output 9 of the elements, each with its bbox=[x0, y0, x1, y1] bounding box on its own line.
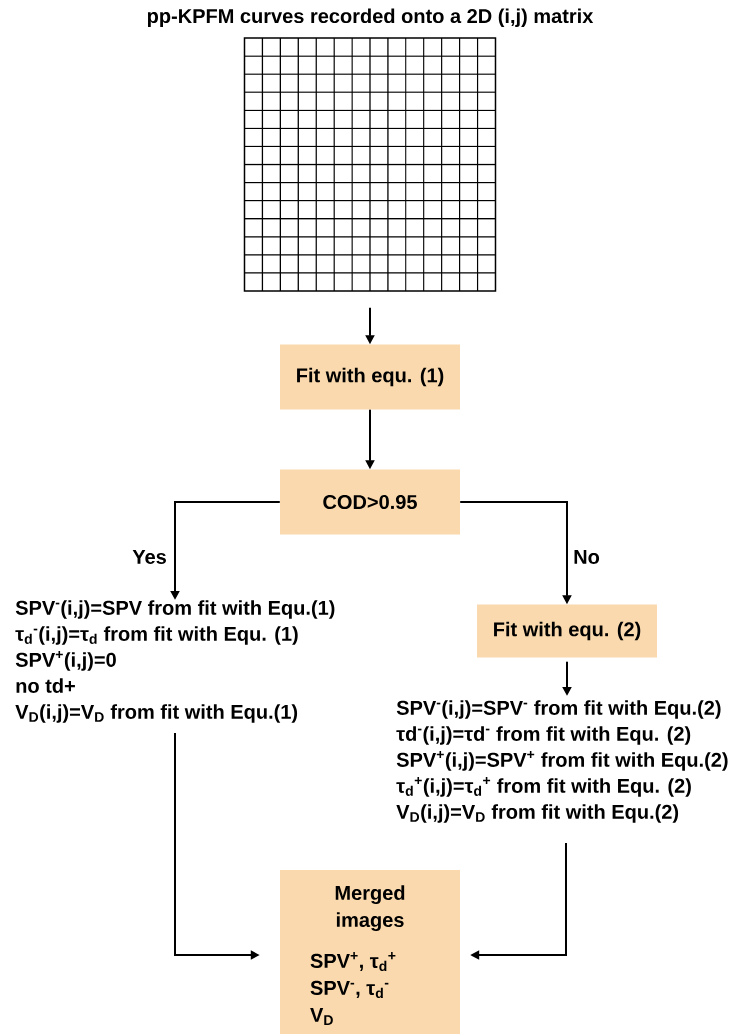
process-box: Fit with equ. (2) bbox=[477, 604, 657, 658]
result-text: SPV$^{-}$(i,j)=SPV$^{-}$ from fit with Equ.(2) τd$^{-}$(i,j)=τd$^{-}$ from fit with Equ. (2) SPV$^{+}$(i,j)=SPV$^{+}$ from fit with Equ.(2) τ$_{d}$$^{+}$(i,j)=τ$_{d}$$^{+}$ from fit with Equ. (2) V$_{D}$(i,j)=V$_{D}$ from fit with Equ.(2) bbox=[396, 700, 728, 823]
result-box: Merged images SPV$^{+}$, τ$_{d}$+ SPV$^{-}$, τ$_{d}$- V$_{D}$ bbox=[280, 870, 460, 1034]
edge-label: Yes bbox=[131, 549, 168, 565]
process-box: COD>0.95 bbox=[280, 469, 460, 535]
heading: pp-KPFM curves recorded onto a 2D (i,j) matrix bbox=[147, 8, 594, 28]
edge-label: No bbox=[572, 549, 601, 565]
result-text: SPV$^{-}$(i,j)=SPV from fit with Equ.(1) τ$_{d}$$^{-}$(i,j)=τ$_{d}$ from fit with Equ. (1) SPV$^{+}$(i,j)=0 no td+ V$_{D}$(i,j)=V$_{D}$ from fit with Equ.(1) bbox=[15, 600, 335, 723]
process-box: Fit with equ. (1) bbox=[280, 344, 460, 410]
